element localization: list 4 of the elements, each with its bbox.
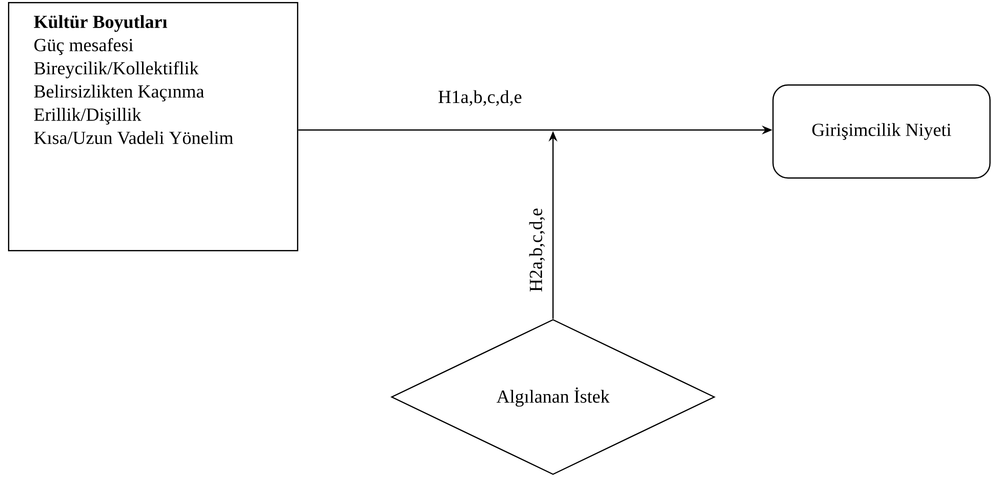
rounded-box: Girişimcilik Niyeti xyxy=(772,84,991,179)
edge-label: H1a,b,c,d,e xyxy=(436,88,524,108)
edge-label: H2a,b,c,d,e xyxy=(527,206,547,294)
list-box: Kültür Boyutları Güç mesafesi Bireycilik/Kollektiflik Belirsizlikten Kaçınma Erillik/Dişillik Kısa/Uzun Vadeli Yönelim xyxy=(8,2,298,252)
